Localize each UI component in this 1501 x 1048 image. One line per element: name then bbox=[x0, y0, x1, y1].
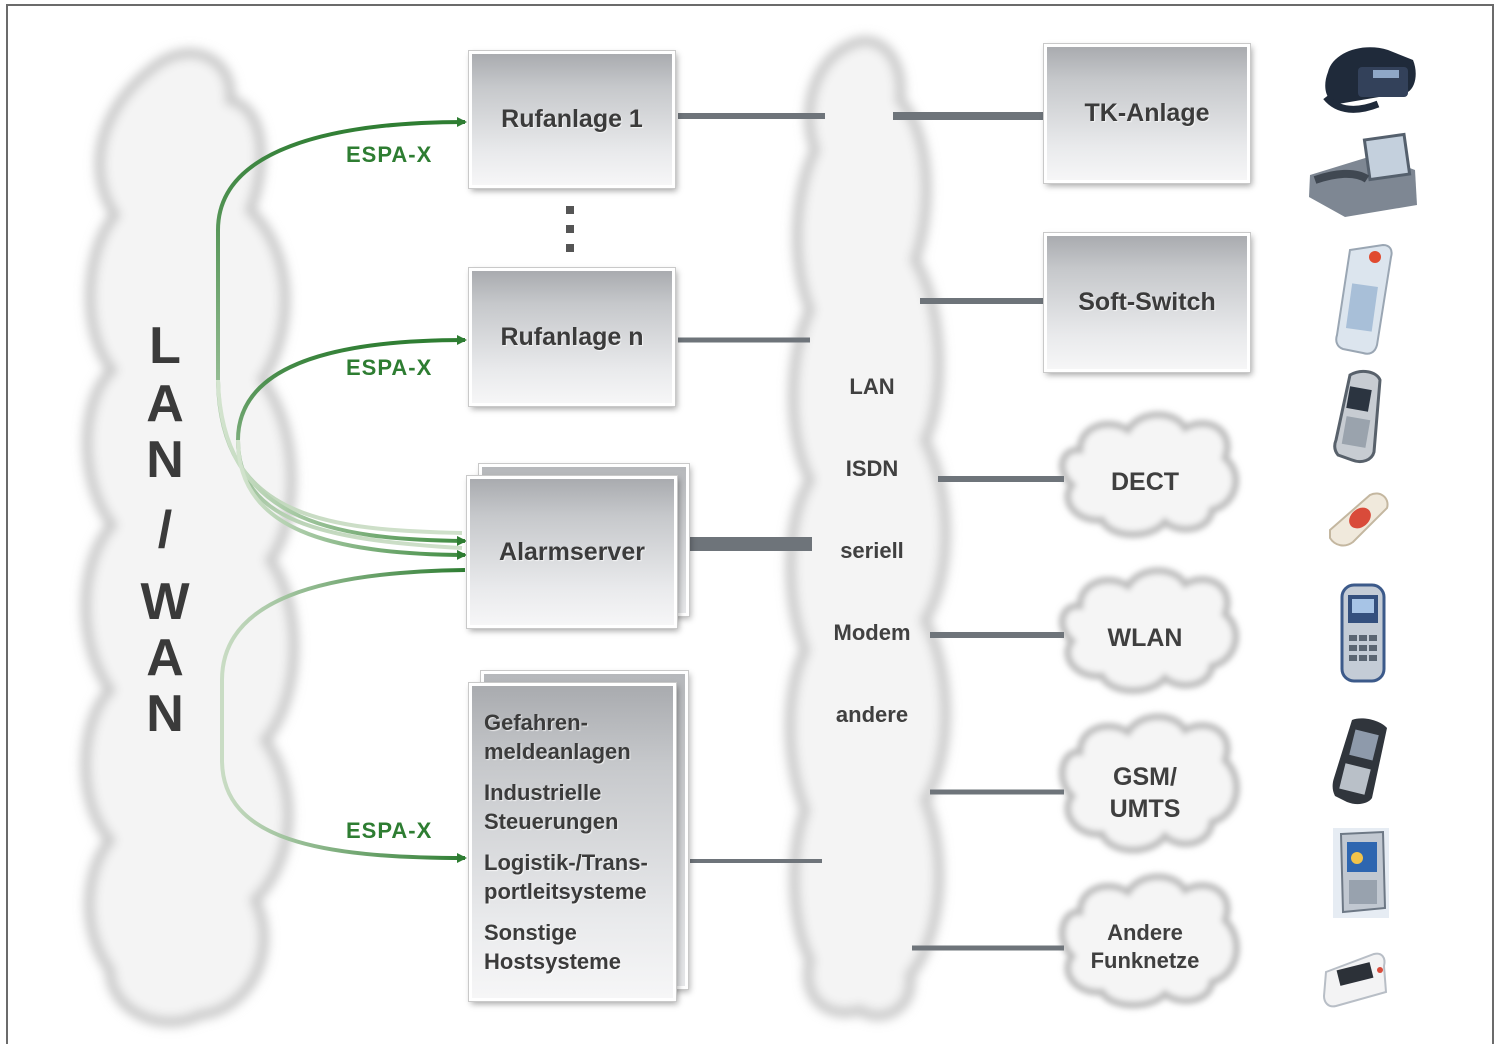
external-systems-box: Gefahren- meldeanlagen Industrielle Steu… bbox=[469, 683, 676, 1001]
gsm-umts-label: GSM/ UMTS bbox=[1080, 758, 1210, 828]
espa-arrow-to-external bbox=[220, 568, 467, 863]
diagram-frame bbox=[6, 4, 1494, 1044]
transport-modem: Modem bbox=[833, 620, 911, 645]
system-phone-icon bbox=[1309, 132, 1417, 217]
transport-seriell: seriell bbox=[840, 538, 904, 563]
lan-wan-letter: L bbox=[149, 317, 181, 375]
external-system-item: Sonstige Hostsysteme bbox=[484, 920, 621, 974]
transport-andere: andere bbox=[835, 702, 909, 727]
lan-wan-letter: W bbox=[140, 573, 190, 631]
external-system-item: Gefahren- meldeanlagen bbox=[484, 710, 631, 764]
alarmserver-label: Alarmserver bbox=[499, 537, 645, 566]
external-system-item: Logistik-/Trans- portleitsysteme bbox=[484, 850, 648, 904]
transport-cloud bbox=[785, 36, 951, 1021]
espa-x-label-1: ESPA-X bbox=[346, 142, 433, 167]
lan-wan-letter: N bbox=[146, 685, 184, 743]
rufanlage-n-label: Rufanlage n bbox=[500, 322, 644, 351]
rufanlage-n-box: Rufanlage n bbox=[469, 268, 675, 406]
alarmserver-box: Alarmserver bbox=[467, 476, 677, 628]
espa-x-label-2: ESPA-X bbox=[346, 355, 433, 380]
gsm-label-line2: UMTS bbox=[1109, 795, 1181, 823]
transport-lan: LAN bbox=[849, 374, 895, 399]
andere-label-line2: Funknetze bbox=[1090, 948, 1200, 973]
wlan-handset-icon bbox=[1333, 369, 1382, 464]
lan-wan-letter: A bbox=[146, 629, 184, 687]
andere-funknetze-label: Andere Funknetze bbox=[1070, 917, 1220, 977]
cordless-phone-icon bbox=[1340, 583, 1386, 683]
mobile-phone-icon bbox=[1332, 718, 1387, 805]
espa-arrow-alarmserver-2 bbox=[236, 439, 467, 560]
transport-isdn: ISDN bbox=[845, 456, 899, 481]
lan-wan-letter: N bbox=[146, 431, 184, 489]
pager-icon bbox=[1322, 952, 1388, 1008]
rufanlage-1-label: Rufanlage 1 bbox=[501, 105, 643, 133]
wlan-cloud-shape bbox=[1058, 567, 1240, 694]
alarm-button-icon bbox=[1329, 492, 1389, 547]
espa-arrow-alarmserver-1 bbox=[216, 379, 467, 546]
lan-wan-letter: A bbox=[146, 375, 184, 433]
external-system-item: Industrielle Steuerungen bbox=[484, 780, 619, 834]
wlan-label: WLAN bbox=[1107, 623, 1183, 652]
tk-anlage-label: TK-Anlage bbox=[1084, 99, 1210, 127]
dect-label: DECT bbox=[1110, 467, 1180, 496]
gsm-label-line1: GSM/ bbox=[1113, 763, 1177, 791]
andere-label-line1: Andere bbox=[1107, 920, 1183, 945]
rufanlage-1-box: Rufanlage 1 bbox=[469, 51, 675, 188]
soft-switch-box: Soft-Switch bbox=[1044, 233, 1250, 372]
dect-handset-icon bbox=[1335, 243, 1393, 355]
lan-wan-letter: / bbox=[157, 501, 173, 559]
espa-x-label-3: ESPA-X bbox=[346, 818, 433, 843]
tk-anlage-box: TK-Anlage bbox=[1044, 44, 1250, 183]
dect-cloud-shape bbox=[1058, 411, 1240, 538]
lan-wan-cloud bbox=[80, 48, 299, 1028]
soft-switch-label: Soft-Switch bbox=[1078, 288, 1216, 316]
ellipsis-dots bbox=[566, 206, 574, 252]
gsm-cloud-shape bbox=[1058, 713, 1241, 854]
andere-cloud-shape bbox=[1058, 873, 1241, 1009]
desk-phone-icon bbox=[1323, 47, 1416, 113]
smartphone-icon bbox=[1333, 828, 1389, 918]
